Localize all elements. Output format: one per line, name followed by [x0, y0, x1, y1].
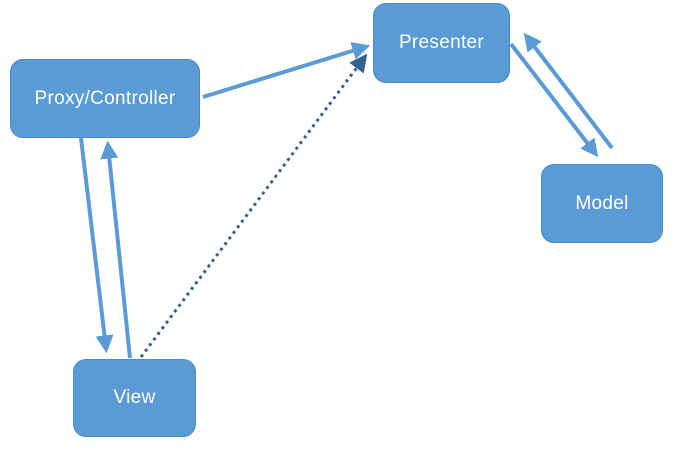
dotted-arrow-view-to-presenter	[139, 53, 368, 358]
arrow-proxy-to-presenter	[202, 42, 371, 99]
node-presenter-label: Presenter	[398, 32, 485, 53]
arrow-model-to-presenter	[523, 32, 614, 150]
node-model-label: Model	[575, 192, 629, 214]
node-model: Model	[541, 164, 663, 243]
node-proxy-controller: Proxy/Controller	[10, 59, 200, 138]
node-presenter: Presenter	[373, 3, 510, 83]
arrow-presenter-to-model	[509, 42, 599, 158]
node-view: View	[73, 359, 196, 437]
node-view-label: View	[113, 387, 156, 408]
arrow-proxy-to-view	[79, 137, 114, 354]
arrow-view-to-proxy	[100, 140, 132, 359]
node-proxy-controller-label: Proxy/Controller	[34, 87, 176, 109]
